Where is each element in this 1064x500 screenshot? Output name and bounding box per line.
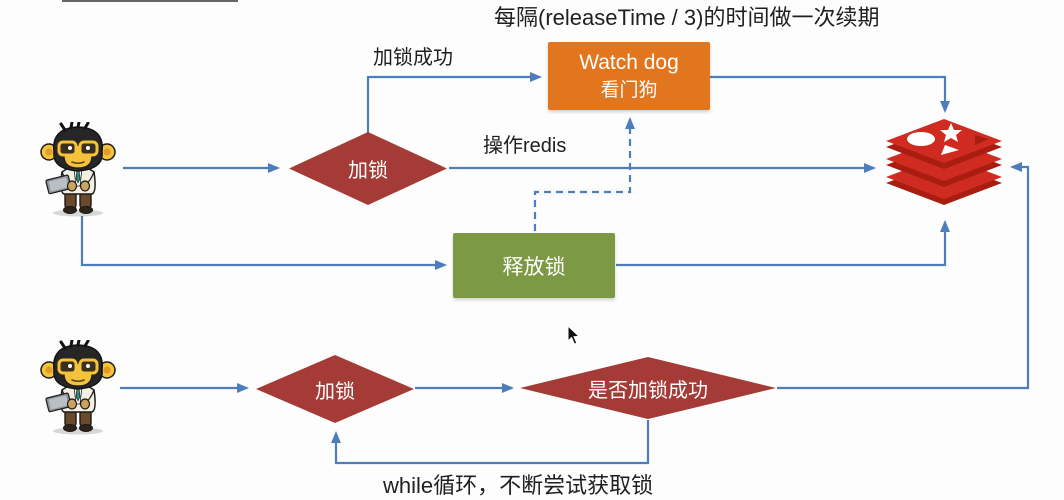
decision-lock-check-label: 是否加锁成功	[588, 379, 708, 402]
mouse-pointer-icon	[567, 326, 581, 345]
decision-lock-bottom-label: 加锁	[315, 380, 355, 403]
redis-ellipse-glyph	[907, 132, 935, 146]
annotation-operate-redis: 操作redis	[483, 135, 567, 157]
edge-watchdog-to-redis	[710, 75, 950, 113]
edge-check-to-redis	[777, 162, 1030, 390]
annotation-lock-success: 加锁成功	[373, 47, 453, 69]
annotation-renewal: 每隔(releaseTime / 3)的时间做一次续期	[494, 5, 880, 30]
edge-release-to-watchdog-dashed	[533, 117, 635, 231]
glasses-left-lens	[57, 140, 78, 157]
redis-triangle-glyph	[941, 145, 959, 155]
node-release-lock: 释放锁	[453, 233, 615, 298]
decision-lock-top: 加锁	[289, 132, 447, 205]
watchdog-label-en: Watch dog	[579, 50, 679, 74]
decision-lock-check: 是否加锁成功	[520, 357, 776, 419]
watchdog-label-cn: 看门狗	[600, 79, 658, 101]
release-lock-label: 释放锁	[502, 255, 566, 279]
edge-while-loop-back	[331, 420, 650, 465]
cropped-content-sliver	[62, 0, 238, 2]
node-watchdog: Watch dog 看门狗	[548, 42, 710, 110]
redis-notch-glyph	[975, 135, 989, 145]
decision-lock-top-label: 加锁	[348, 160, 388, 182]
edge-release-to-redis	[616, 220, 950, 267]
decision-lock-bottom: 加锁	[256, 355, 414, 423]
monkey-developer-avatar-bottom	[40, 340, 116, 435]
redis-star-glyph	[940, 123, 962, 142]
edge-lock-to-watchdog	[366, 72, 542, 133]
monkey-developer-avatar-top	[40, 122, 116, 217]
glasses-left-lens	[57, 358, 78, 375]
annotation-while-loop: while循环，不断尝试获取锁	[383, 473, 654, 498]
redis-database-icon	[886, 119, 1002, 205]
edge-user1-to-release	[80, 216, 447, 270]
